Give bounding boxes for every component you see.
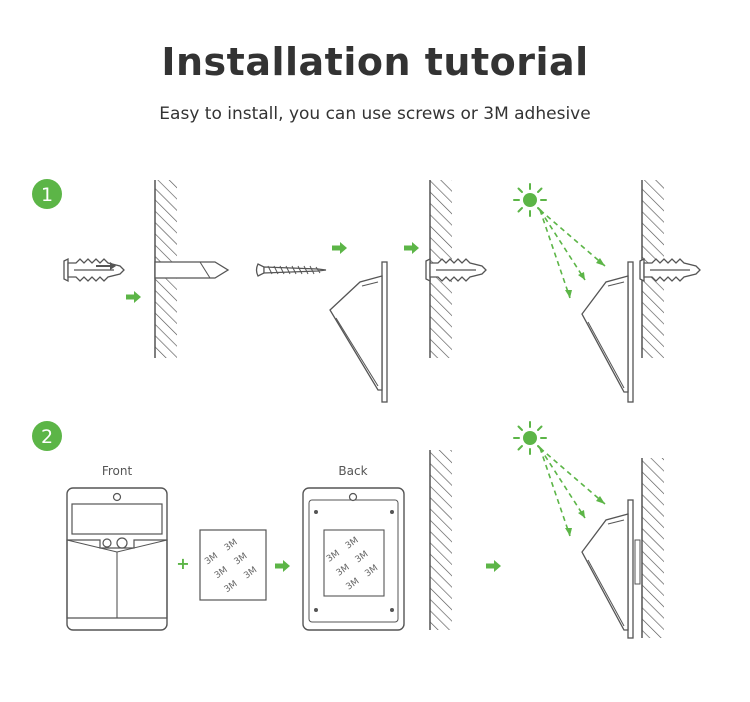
solar-light-front-view	[66, 487, 168, 631]
screw-icon	[255, 263, 327, 277]
solar-light-back-view: 3M 3M 3M 3M 3M 3M	[302, 487, 405, 631]
arrow-right-icon	[332, 242, 347, 254]
wall-anchor-icon	[63, 258, 125, 282]
front-label: Front	[102, 464, 133, 478]
wall-5	[641, 458, 664, 638]
adhesive-pad-icon: 3M 3M 3M 3M 3M 3M	[199, 529, 267, 601]
svg-text:1: 1	[41, 184, 53, 206]
page-subtitle: Easy to install, you can use screws or 3…	[159, 104, 591, 124]
sunlight-rays	[539, 447, 606, 537]
svg-text:2: 2	[41, 426, 53, 448]
solar-light-icon	[581, 261, 634, 403]
arrow-right-icon	[486, 560, 501, 572]
sunlight-rays	[539, 209, 606, 299]
plus-sign: +	[176, 554, 189, 573]
step-1-badge: 1	[32, 179, 62, 209]
drill-bit	[154, 261, 230, 279]
step-2-badge: 2	[32, 421, 62, 451]
arrow-right-icon	[126, 291, 141, 303]
solar-light-icon	[581, 499, 641, 639]
arrow-right-icon	[404, 242, 419, 254]
wall-4	[429, 450, 452, 630]
solar-light-icon	[329, 261, 388, 403]
arrow-right-icon	[275, 560, 290, 572]
page-title: Installation tutorial	[161, 40, 589, 84]
back-label: Back	[338, 464, 367, 478]
